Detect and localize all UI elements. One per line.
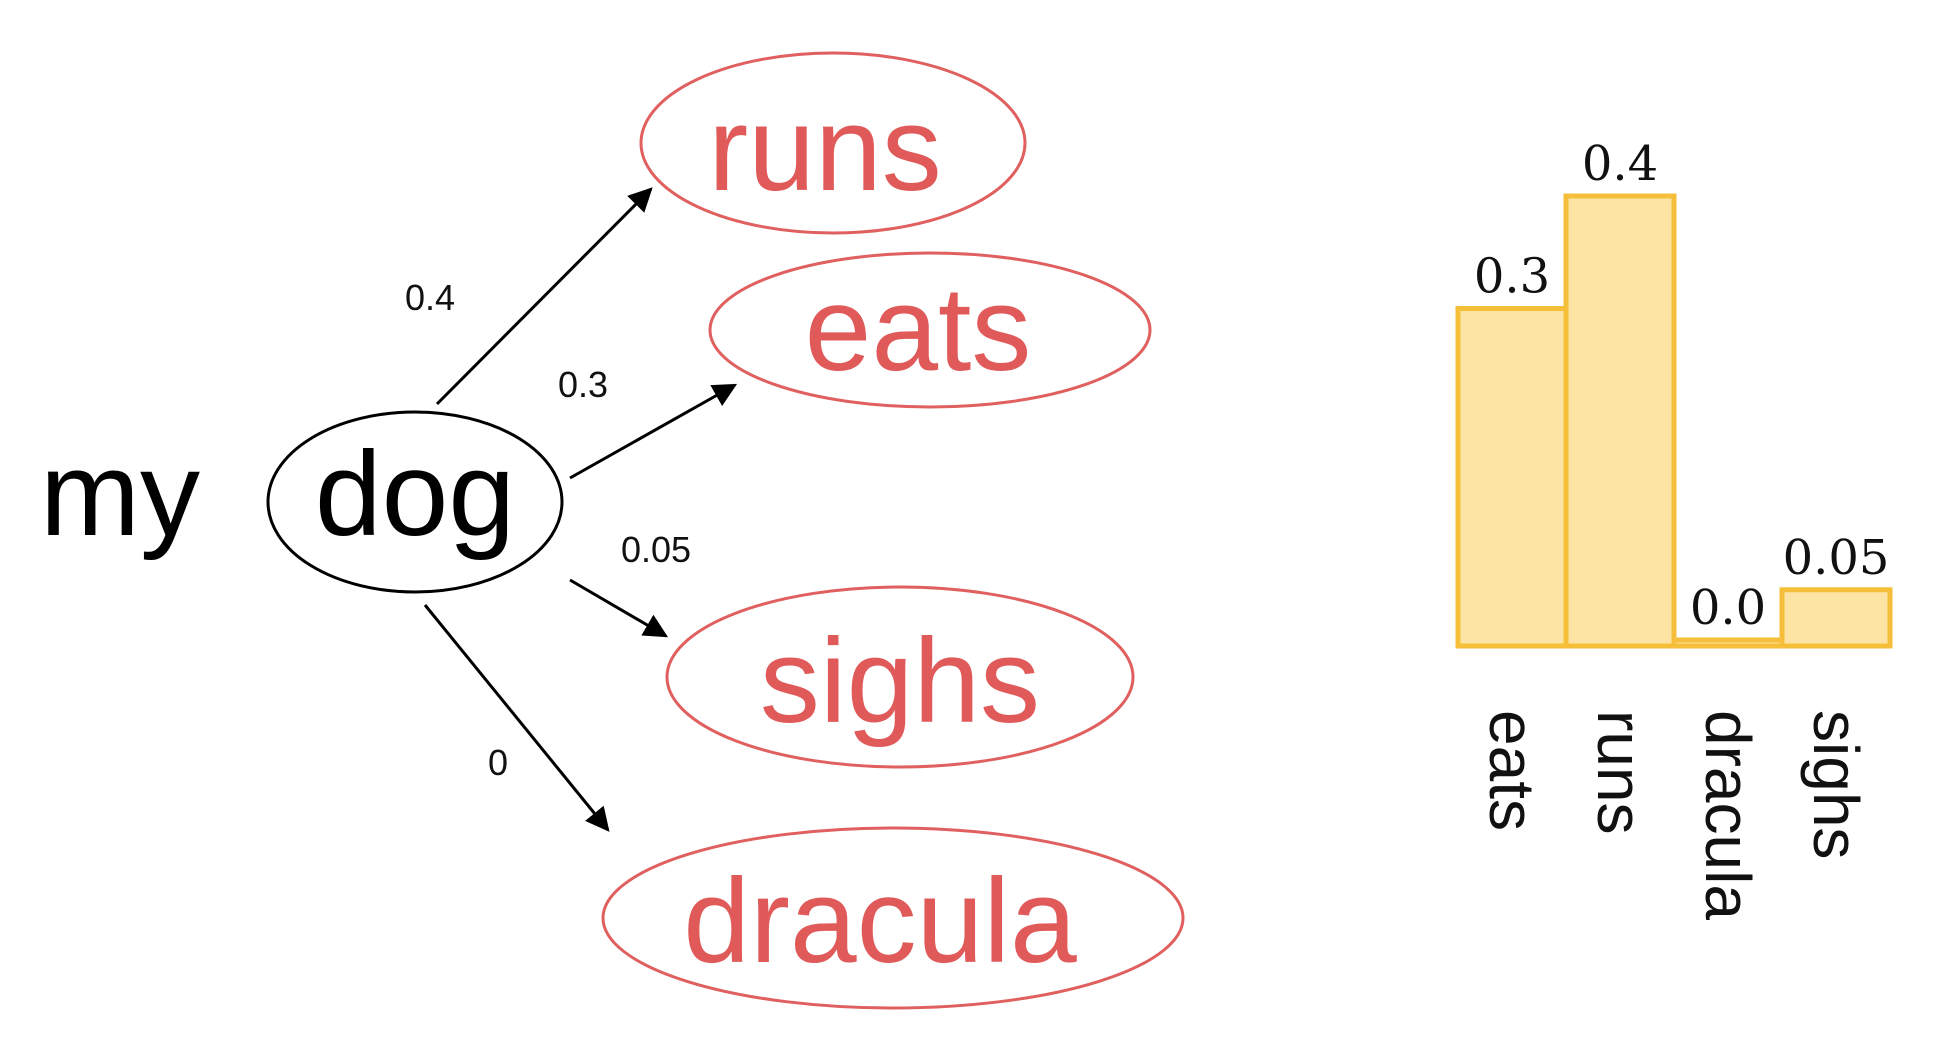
target-word-eats: eats [805, 262, 1032, 396]
edge-label-dracula: 0 [488, 742, 508, 783]
source-word-oval [266, 410, 564, 594]
bar-category-label-eats: eats [1476, 710, 1548, 831]
arrow-to-eats [569, 383, 738, 480]
target-word-sighs: sighs [760, 614, 1040, 748]
target-oval [601, 826, 1185, 1010]
bar-value-label-eats: 0.3 [1474, 249, 1550, 305]
target-oval [639, 51, 1027, 235]
bar-value-label-sighs: 0.05 [1783, 530, 1890, 586]
edge-label-runs: 0.4 [405, 277, 455, 318]
probability-bar-chart: 0.3 eats 0.4 runs 0.0 dracula 0.05 sighs [1455, 136, 1893, 920]
target-sighs: sighs [665, 585, 1135, 769]
bar-category-label-sighs: sighs [1800, 710, 1872, 859]
target-oval [665, 585, 1135, 769]
edge-label-eats: 0.3 [558, 364, 608, 405]
arrow-to-sighs [569, 578, 669, 638]
bar-category-label-runs: runs [1584, 710, 1656, 835]
target-eats: eats [708, 251, 1152, 409]
transition-diagram: my dog 0.4 0.3 0.05 0 runs eats sighs dr… [40, 51, 1185, 1010]
bar-category-label-dracula: dracula [1692, 710, 1764, 920]
target-runs: runs [639, 51, 1027, 235]
target-word-runs: runs [708, 82, 941, 216]
bar-value-label-dracula: 0.0 [1690, 580, 1766, 636]
bar-dracula [1671, 637, 1785, 649]
target-word-dracula: dracula [683, 854, 1077, 988]
bar-runs [1563, 193, 1677, 649]
source-word: dog [315, 427, 515, 561]
arrow-to-dracula [423, 604, 610, 832]
bar-eats [1455, 306, 1569, 649]
context-word: my [40, 427, 200, 561]
bar-value-label-runs: 0.4 [1582, 136, 1658, 192]
arrow-to-runs [435, 187, 653, 406]
edge-label-sighs: 0.05 [621, 529, 691, 570]
target-dracula: dracula [601, 826, 1185, 1010]
bar-sighs [1779, 587, 1893, 649]
target-oval [708, 251, 1152, 409]
